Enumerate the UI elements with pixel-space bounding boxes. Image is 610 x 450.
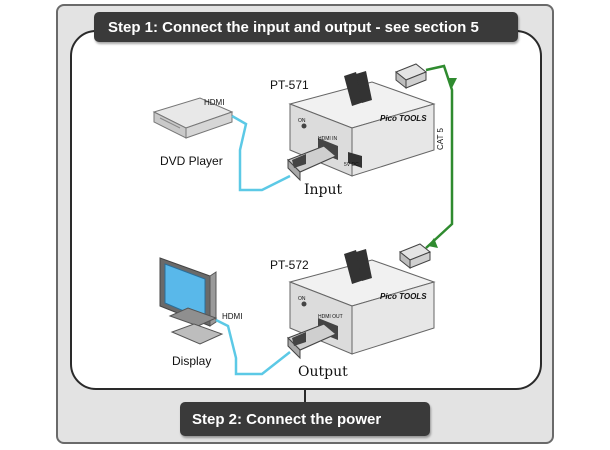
cat5-cable	[425, 64, 454, 249]
pt-572-port-label: HDMI OUT	[318, 314, 343, 320]
display-monitor-icon	[159, 257, 224, 345]
dvd-player-icon	[152, 97, 234, 139]
step-2-text: Step 2: Connect the power	[192, 410, 382, 428]
rj45-connector-bottom-icon	[399, 243, 431, 270]
step-1-banner: Step 1: Connect the input and output - s…	[94, 12, 518, 42]
display-label: Display	[172, 354, 212, 368]
cat5-arrow-bottom-icon	[428, 238, 438, 248]
hdmi-cable-output	[215, 318, 291, 376]
pt-572-label: PT-572	[270, 258, 309, 272]
pt-571-brand-label: Pico TOOLS	[380, 114, 427, 123]
pt-571-port-label: HDMI IN	[318, 136, 338, 142]
hdmi-input-cable-label: HDMI	[204, 98, 225, 107]
output-caption: Output	[298, 364, 348, 380]
step-2-banner: Step 2: Connect the power	[180, 402, 430, 436]
hdmi-output-cable-label: HDMI	[222, 312, 243, 321]
hdmi-plug-input-icon	[286, 145, 338, 182]
pt-571-label: PT-571	[270, 78, 309, 92]
pt-571-on-label: ON	[298, 118, 306, 124]
pt-572-device	[288, 249, 436, 355]
pt-571-power-label: 5V DC	[344, 162, 359, 168]
cat5-arrow-top-icon	[447, 78, 457, 88]
dvd-player-label: DVD Player	[160, 154, 223, 168]
pt-572-brand-label: Pico TOOLS	[380, 292, 427, 301]
hdmi-cable-input	[231, 114, 291, 192]
hdmi-plug-output-icon	[286, 323, 338, 360]
pt-572-on-label: ON	[298, 296, 306, 302]
step-1-text: Step 1: Connect the input and output - s…	[108, 18, 479, 36]
input-caption: Input	[304, 182, 343, 198]
cat5-label: CAT 5	[436, 128, 445, 150]
rj45-connector-top-icon	[395, 63, 427, 90]
